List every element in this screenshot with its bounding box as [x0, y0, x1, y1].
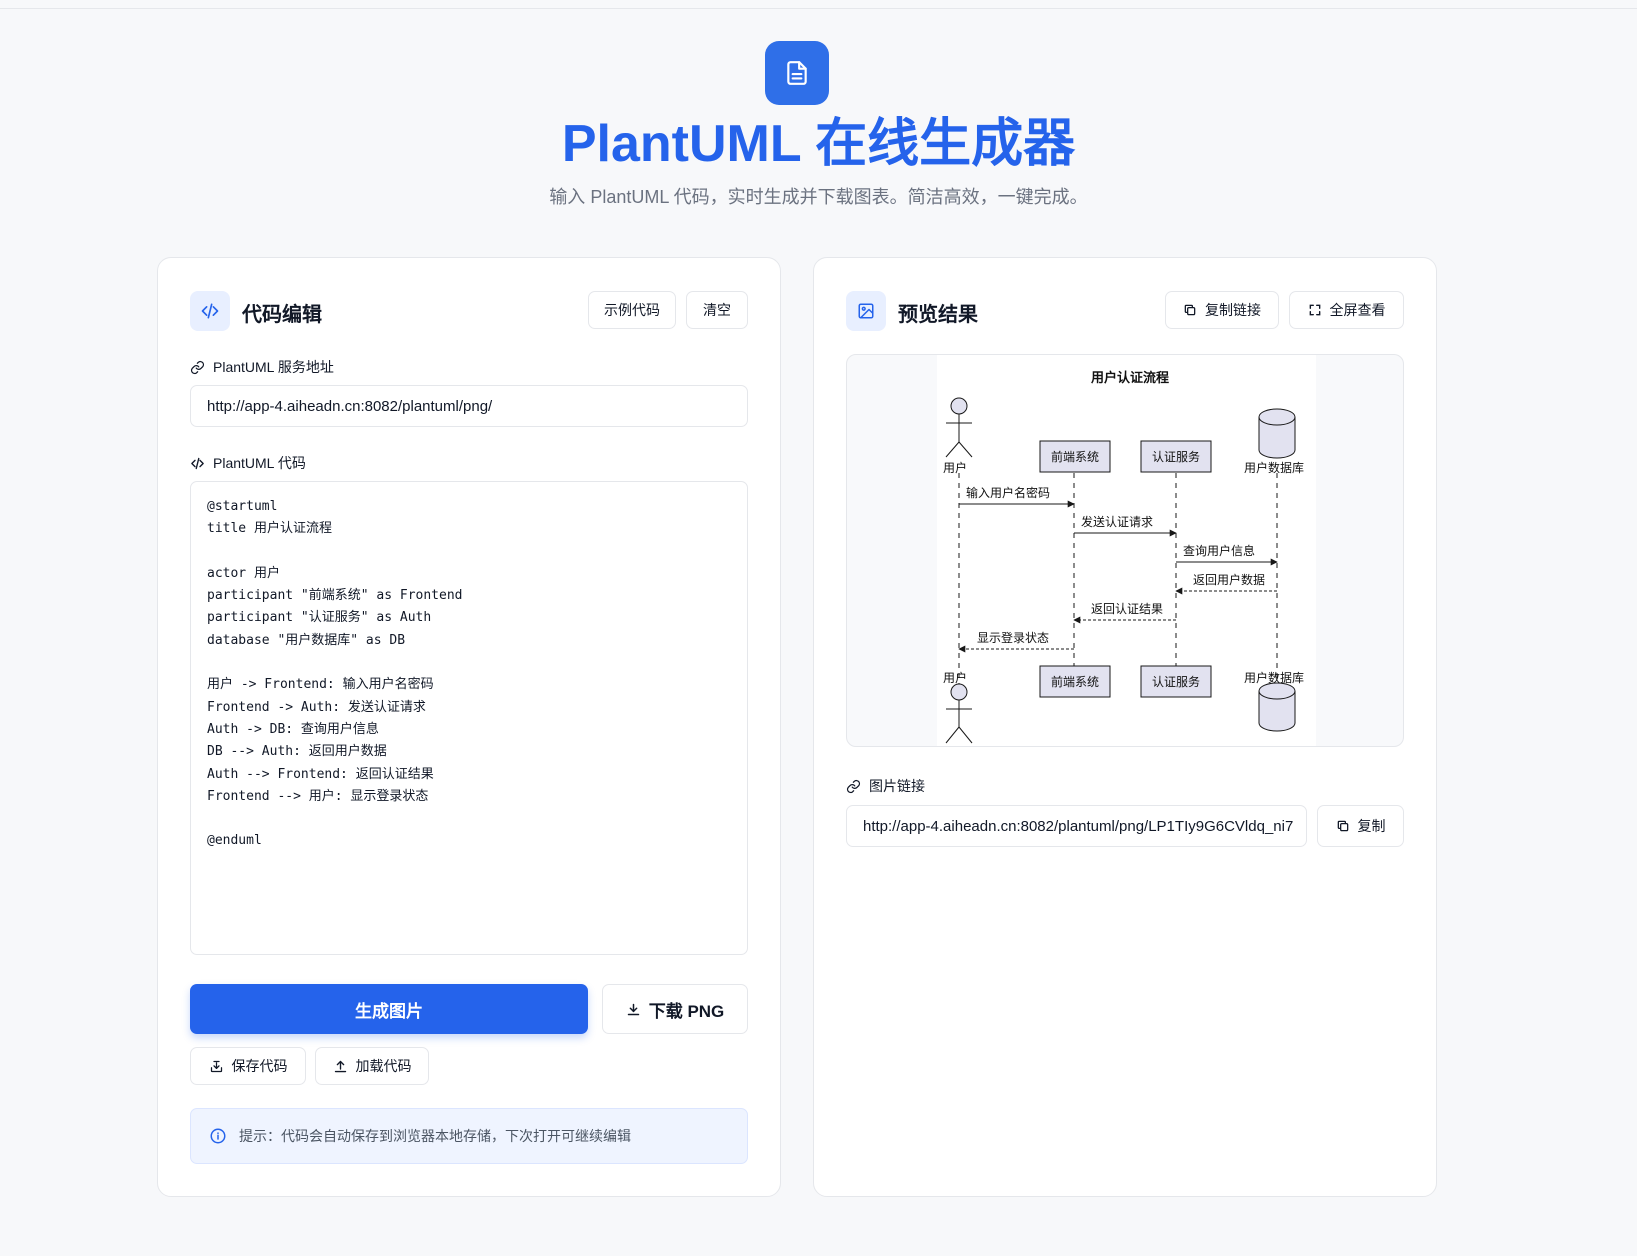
- copy-icon: [1184, 304, 1196, 316]
- message-1-label: 输入用户名密码: [966, 485, 1050, 500]
- copy-link-button[interactable]: 复制链接: [1165, 291, 1279, 329]
- page-title: PlantUML 在线生成器: [561, 115, 1076, 173]
- document-icon: [787, 61, 807, 85]
- info-icon: [210, 1128, 226, 1144]
- code-icon: [191, 457, 204, 469]
- save-icon: [210, 1060, 222, 1072]
- fullscreen-button[interactable]: 全屏查看: [1289, 291, 1404, 329]
- participant-auth-top-box: [1140, 440, 1212, 473]
- top-divider: [0, 8, 1637, 9]
- tip-text: 提示：代码会自动保存到浏览器本地存储，下次打开可继续编辑: [239, 1128, 631, 1144]
- sequence-diagram-image: 用户认证流程 用户 前端系统: [937, 355, 1316, 746]
- editor-title: 代码编辑: [242, 304, 322, 326]
- fullscreen-label: 全屏查看: [1329, 302, 1386, 318]
- participant-frontend-bottom-box: [1039, 665, 1111, 698]
- participant-db-bottom: 用户数据库: [1244, 670, 1304, 685]
- page-subtitle: 输入 PlantUML 代码，实时生成并下载图表。简洁高效，一键完成。: [549, 187, 1088, 207]
- image-icon: [846, 291, 886, 331]
- image-link-input[interactable]: http://app-4.aiheadn.cn:8082/plantuml/pn…: [846, 805, 1307, 847]
- link-icon: [190, 360, 205, 374]
- actor-user-top: [945, 397, 973, 458]
- message-6-label: 显示登录状态: [977, 630, 1049, 645]
- participant-db-top: 用户数据库: [1244, 460, 1304, 475]
- code-editor-card: 代码编辑 示例代码 清空 PlantUML 服务地址 http://app-4.…: [157, 257, 781, 1197]
- participant-frontend-top-box: [1039, 440, 1111, 473]
- code-label-text: PlantUML 代码: [213, 455, 306, 471]
- message-5-label: 返回认证结果: [1091, 602, 1163, 616]
- upload-icon: [334, 1060, 346, 1072]
- participant-auth-bottom-box: [1140, 665, 1212, 698]
- image-link-label: 图片链接: [846, 776, 925, 796]
- participant-auth-top: 认证服务: [1152, 449, 1200, 464]
- participant-user-top: 用户: [943, 460, 967, 475]
- example-code-button[interactable]: 示例代码: [588, 291, 676, 329]
- tip-box: 提示：代码会自动保存到浏览器本地存储，下次打开可继续编辑: [190, 1108, 748, 1164]
- download-png-button[interactable]: 下载 PNG: [602, 984, 748, 1034]
- copy-link-label: 复制链接: [1205, 302, 1261, 318]
- message-3-label: 查询用户信息: [1183, 543, 1255, 558]
- download-icon: [627, 1003, 639, 1015]
- link-icon: [846, 779, 861, 793]
- server-url-input[interactable]: http://app-4.aiheadn.cn:8082/plantuml/pn…: [190, 385, 748, 427]
- code-label: PlantUML 代码: [190, 453, 306, 473]
- code-textarea[interactable]: @startuml title 用户认证流程 actor 用户 particip…: [190, 481, 748, 955]
- save-code-button[interactable]: 保存代码: [190, 1047, 306, 1085]
- preview-title: 预览结果: [898, 304, 978, 326]
- preview-card: 预览结果 复制链接 全屏查看 用户认证流程: [813, 257, 1437, 1197]
- server-url-label: PlantUML 服务地址: [190, 357, 334, 377]
- database-db-top: [1258, 408, 1296, 459]
- download-png-label: 下载 PNG: [648, 1001, 725, 1021]
- generate-image-button[interactable]: 生成图片: [190, 984, 588, 1034]
- actor-user-bottom: [945, 683, 973, 744]
- load-code-label: 加载代码: [355, 1058, 412, 1074]
- image-link-label-text: 图片链接: [869, 778, 925, 794]
- participant-frontend-top: 前端系统: [1051, 449, 1099, 464]
- participant-frontend-bottom: 前端系统: [1051, 674, 1099, 689]
- copy-icon: [1337, 820, 1348, 832]
- fullscreen-icon: [1309, 304, 1320, 316]
- preview-area: 用户认证流程 用户 前端系统: [846, 354, 1404, 747]
- copy-image-link-button[interactable]: 复制: [1317, 805, 1404, 847]
- participant-auth-bottom: 认证服务: [1152, 674, 1200, 689]
- message-2-label: 发送认证请求: [1081, 514, 1153, 529]
- load-code-button[interactable]: 加载代码: [315, 1047, 429, 1085]
- clear-button[interactable]: 清空: [686, 291, 748, 329]
- message-4-label: 返回用户数据: [1193, 572, 1265, 587]
- participant-user-bottom: 用户: [943, 670, 967, 685]
- diagram-title: 用户认证流程: [1090, 370, 1169, 386]
- copy-image-link-label: 复制: [1357, 818, 1386, 834]
- server-url-label-text: PlantUML 服务地址: [213, 359, 334, 375]
- database-db-bottom: [1258, 682, 1296, 732]
- save-code-label: 保存代码: [231, 1058, 288, 1074]
- code-icon: [190, 291, 230, 331]
- logo: [765, 41, 829, 105]
